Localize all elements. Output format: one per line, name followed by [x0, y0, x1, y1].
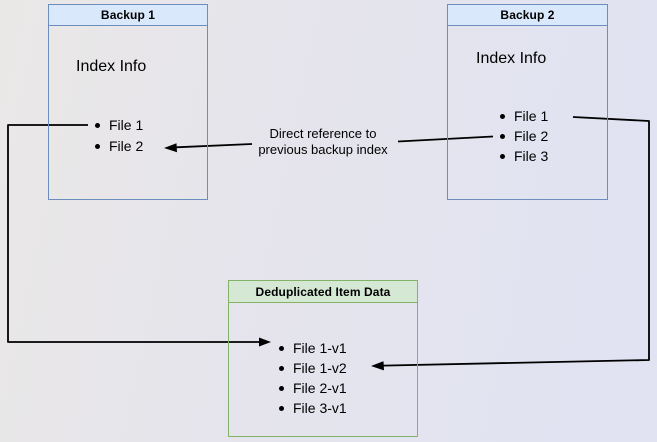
- bullet-icon: [279, 345, 284, 351]
- list-item: File 3-v1: [279, 398, 347, 418]
- bullet-icon: [279, 365, 284, 371]
- list-item: File 2: [500, 126, 548, 146]
- backup1-file-list: File 1 File 2: [95, 115, 143, 157]
- list-item-label: File 3: [514, 148, 549, 164]
- bullet-icon: [500, 153, 505, 159]
- bullet-icon: [279, 385, 284, 391]
- backup2-index-info-label: Index Info: [476, 50, 547, 67]
- list-item-label: File 2-v1: [293, 380, 347, 396]
- list-item: File 2: [95, 136, 143, 157]
- list-item: File 1: [95, 115, 143, 136]
- list-item-label: File 1-v1: [293, 340, 347, 356]
- bullet-icon: [95, 144, 100, 149]
- list-item-label: File 3-v1: [293, 400, 347, 416]
- list-item-label: File 1-v2: [293, 360, 347, 376]
- bullet-icon: [95, 123, 100, 128]
- bullet-icon: [279, 405, 284, 411]
- backup2-header: Backup 2: [448, 5, 607, 26]
- list-item-label: File 1: [109, 117, 144, 133]
- list-item: File 2-v1: [279, 378, 347, 398]
- backup2-file-list: File 1 File 2 File 3: [500, 106, 548, 166]
- list-item-label: File 2: [514, 128, 549, 144]
- backup1-title: Backup 1: [100, 8, 156, 22]
- list-item-label: File 1: [514, 108, 549, 124]
- backup2-box: Backup 2 Index Info File 1 File 2 File 3: [447, 4, 608, 200]
- list-item: File 1-v1: [279, 338, 347, 358]
- list-item: File 3: [500, 146, 548, 166]
- backup1-header: Backup 1: [49, 5, 207, 26]
- list-item: File 1-v2: [279, 358, 347, 378]
- dedup-store-header: Deduplicated Item Data: [229, 281, 417, 303]
- backup1-box: Backup 1 Index Info File 1 File 2: [48, 4, 208, 200]
- bullet-icon: [500, 133, 505, 139]
- bullet-icon: [500, 113, 505, 119]
- list-item: File 1: [500, 106, 548, 126]
- list-item-label: File 2: [109, 138, 144, 154]
- direct-reference-edge-label: Direct reference to previous backup inde…: [258, 126, 388, 157]
- backup1-index-info-label: Index Info: [76, 58, 147, 75]
- dedup-store-title: Deduplicated Item Data: [255, 284, 391, 299]
- backup2-title: Backup 2: [500, 8, 555, 22]
